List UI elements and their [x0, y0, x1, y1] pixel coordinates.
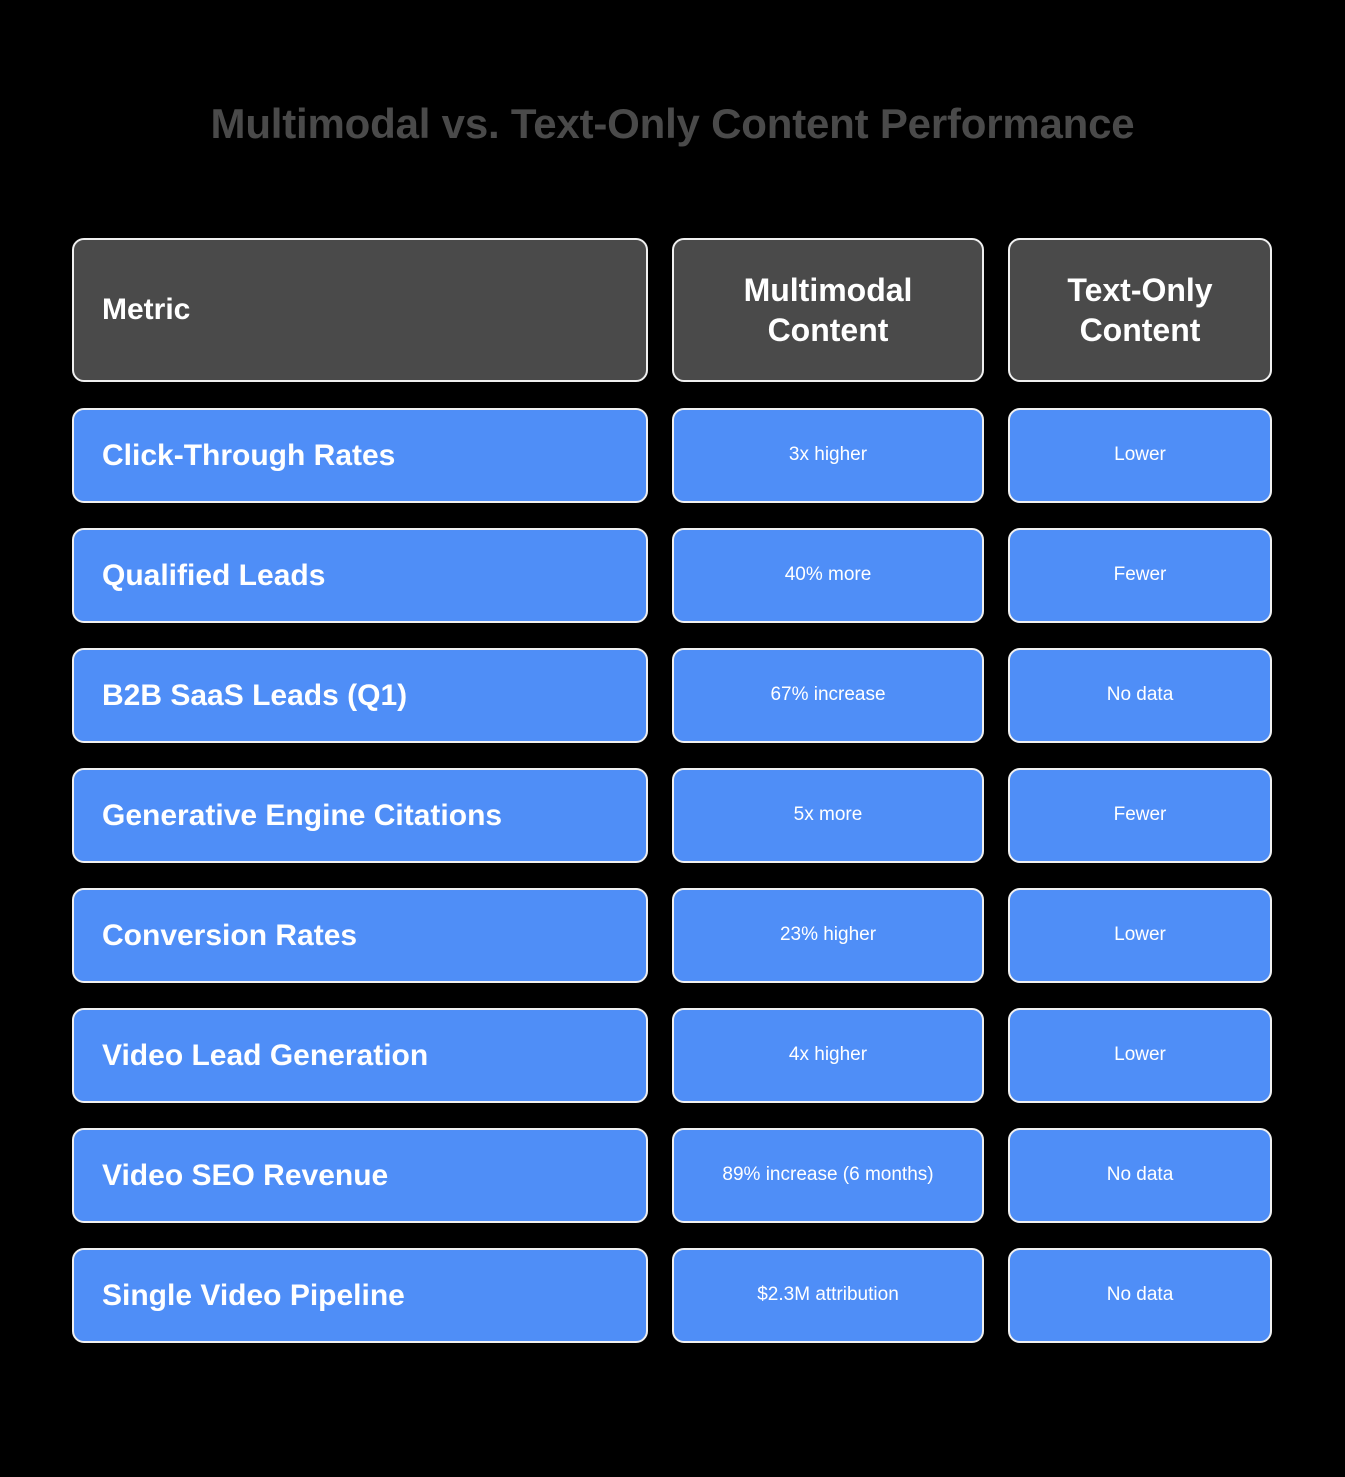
cell-textonly: Fewer — [1008, 768, 1272, 863]
cell-multimodal: 67% increase — [672, 648, 984, 743]
cell-multimodal: 3x higher — [672, 408, 984, 503]
table-row: Click-Through Rates 3x higher Lower — [72, 408, 1272, 503]
table-row: Video SEO Revenue 89% increase (6 months… — [72, 1128, 1272, 1223]
table-row: Video Lead Generation 4x higher Lower — [72, 1008, 1272, 1103]
value-label-multimodal: 5x more — [793, 804, 863, 826]
cell-multimodal: 5x more — [672, 768, 984, 863]
cell-multimodal: 23% higher — [672, 888, 984, 983]
page-title: Multimodal vs. Text-Only Content Perform… — [210, 100, 1135, 147]
cell-metric: B2B SaaS Leads (Q1) — [72, 648, 648, 743]
metric-label: Video SEO Revenue — [102, 1159, 389, 1192]
header-cell-metric: Metric — [72, 238, 648, 382]
header-label-textonly-line1: Text-Only — [1067, 272, 1213, 308]
header-label-textonly-line2: Content — [1079, 312, 1201, 348]
value-label-multimodal: 89% increase (6 months) — [722, 1164, 934, 1186]
cell-textonly: Fewer — [1008, 528, 1272, 623]
table-row: Generative Engine Citations 5x more Fewe… — [72, 768, 1272, 863]
value-label-multimodal: 3x higher — [788, 444, 868, 466]
value-label-textonly: Fewer — [1113, 564, 1167, 586]
value-label-multimodal: 23% higher — [779, 924, 877, 946]
cell-metric: Qualified Leads — [72, 528, 648, 623]
value-label-textonly: Lower — [1114, 924, 1166, 946]
cell-metric: Click-Through Rates — [72, 408, 648, 503]
metric-label: Single Video Pipeline — [102, 1279, 405, 1312]
value-label-textonly: No data — [1106, 684, 1174, 706]
value-label-textonly: Fewer — [1113, 804, 1167, 826]
cell-metric: Video SEO Revenue — [72, 1128, 648, 1223]
value-label-textonly: Lower — [1114, 444, 1166, 466]
metric-label: Conversion Rates — [102, 919, 358, 952]
metric-label: B2B SaaS Leads (Q1) — [102, 679, 408, 712]
value-label-multimodal: 4x higher — [788, 1044, 868, 1066]
metric-label: Click-Through Rates — [102, 439, 396, 472]
table-row: Single Video Pipeline $2.3M attribution … — [72, 1248, 1272, 1343]
value-label-textonly: No data — [1106, 1164, 1174, 1186]
cell-multimodal: 89% increase (6 months) — [672, 1128, 984, 1223]
table-row: Qualified Leads 40% more Fewer — [72, 528, 1272, 623]
value-label-multimodal: $2.3M attribution — [757, 1284, 899, 1306]
value-label-textonly: No data — [1106, 1284, 1174, 1306]
cell-textonly: No data — [1008, 1128, 1272, 1223]
value-label-multimodal: 67% increase — [770, 684, 886, 706]
cell-metric: Generative Engine Citations — [72, 768, 648, 863]
metric-label: Video Lead Generation — [102, 1039, 429, 1072]
table-row: Conversion Rates 23% higher Lower — [72, 888, 1272, 983]
cell-multimodal: $2.3M attribution — [672, 1248, 984, 1343]
cell-metric: Conversion Rates — [72, 888, 648, 983]
cell-multimodal: 4x higher — [672, 1008, 984, 1103]
cell-textonly: No data — [1008, 1248, 1272, 1343]
table-row: B2B SaaS Leads (Q1) 67% increase No data — [72, 648, 1272, 743]
header-label-multimodal-line1: Multimodal — [743, 272, 913, 308]
header-label-multimodal-line2: Content — [767, 312, 889, 348]
cell-textonly: No data — [1008, 648, 1272, 743]
cell-multimodal: 40% more — [672, 528, 984, 623]
cell-textonly: Lower — [1008, 888, 1272, 983]
value-label-multimodal: 40% more — [784, 564, 872, 586]
metric-label: Generative Engine Citations — [102, 799, 503, 832]
header-label-metric: Metric — [102, 293, 191, 327]
cell-textonly: Lower — [1008, 408, 1272, 503]
cell-textonly: Lower — [1008, 1008, 1272, 1103]
cell-metric: Single Video Pipeline — [72, 1248, 648, 1343]
value-label-textonly: Lower — [1114, 1044, 1166, 1066]
metric-label: Qualified Leads — [102, 559, 326, 592]
cell-metric: Video Lead Generation — [72, 1008, 648, 1103]
